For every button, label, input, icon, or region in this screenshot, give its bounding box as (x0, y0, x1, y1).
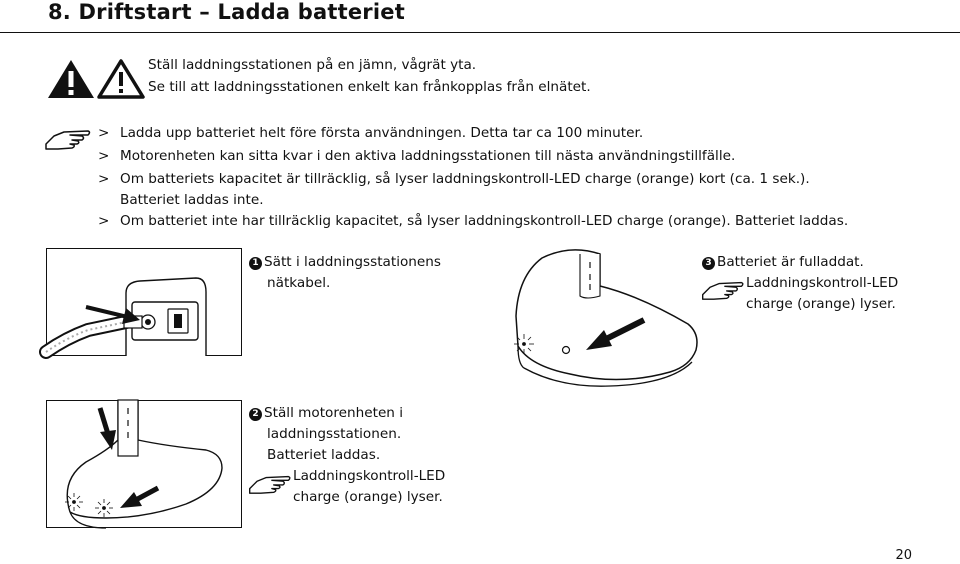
caution-icon (97, 59, 145, 99)
note-item-1: Ladda upp batteriet helt före första anv… (120, 125, 644, 141)
note-marker-3: > (98, 171, 110, 187)
step-2-text: Ställ motorenheten i (264, 405, 404, 421)
step-3-hint-1: Laddningskontroll-LED (746, 275, 899, 291)
note-item-3: Om batteriets kapacitet är tillräcklig, … (120, 171, 810, 187)
note-marker-2: > (98, 148, 110, 164)
illustration-motor-station (46, 399, 242, 529)
step-2-number: 2 (249, 408, 262, 421)
page-title: 8. Driftstart – Ladda batteriet (48, 0, 405, 24)
note-marker-1: > (98, 125, 110, 141)
note-item-2: Motorenheten kan sitta kvar i den aktiva… (120, 148, 736, 164)
illustration-station-led (514, 249, 698, 387)
step-3-number: 3 (702, 257, 715, 270)
note-item-4: Om batteriet inte har tillräcklig kapaci… (120, 213, 849, 229)
step-1-text: Sätt i laddningsstationens (264, 254, 441, 270)
step-3-hand-icon (701, 281, 744, 300)
step-2-hint-1: Laddningskontroll-LED (293, 468, 446, 484)
step-2-hint-2: charge (orange) lyser. (293, 489, 443, 505)
warning-icon (48, 60, 94, 98)
illustration-cable-station (39, 248, 242, 359)
step-2-line-2: laddningsstationen. (267, 426, 402, 442)
page-number: 20 (895, 548, 912, 563)
step-3-hint-2: charge (orange) lyser. (746, 296, 896, 312)
warning-line-2: Se till att laddningsstationen enkelt ka… (148, 79, 591, 95)
warning-line-1: Ställ laddningsstationen på en jämn, våg… (148, 57, 477, 73)
step-2-line-3: Batteriet laddas. (267, 447, 381, 463)
step-2-hand-icon (249, 475, 291, 494)
step-3-text: Batteriet är fulladdat. (717, 254, 864, 270)
step-1-number: 1 (249, 257, 262, 270)
title-rule (0, 32, 960, 33)
step-1-line-2: nätkabel. (267, 275, 331, 291)
note-item-3-continued: Batteriet laddas inte. (120, 192, 264, 208)
pointing-hand-icon (45, 130, 91, 150)
note-marker-4: > (98, 213, 110, 229)
